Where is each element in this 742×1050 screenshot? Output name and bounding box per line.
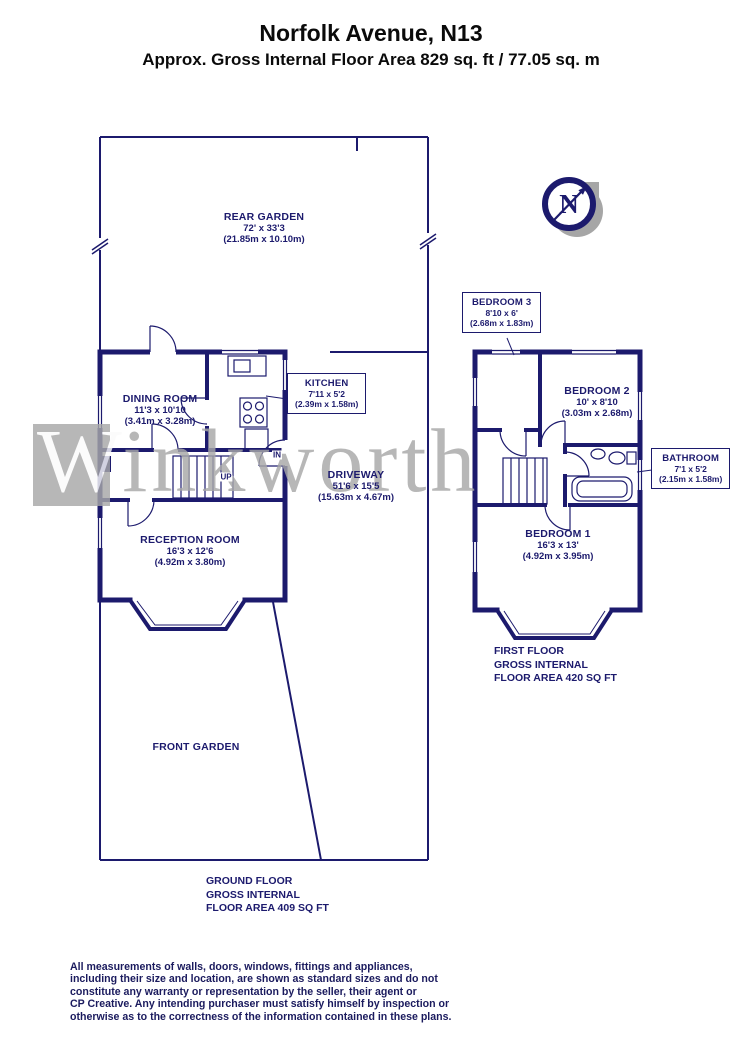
room-size-metric: (4.92m x 3.95m) <box>522 551 594 562</box>
area-line: FIRST FLOOR <box>494 645 564 657</box>
room-size-metric: (2.39m x 1.58m) <box>295 399 359 409</box>
bathtub-icon <box>571 476 633 502</box>
staircase-first <box>502 457 548 505</box>
kitchen-label: KITCHEN 7'11 x 5'2 (2.39m x 1.58m) <box>287 373 367 414</box>
disclaimer-line: All measurements of walls, doors, window… <box>70 961 413 973</box>
room-name: REAR GARDEN <box>223 211 305 223</box>
room-name: BEDROOM 2 <box>564 385 630 397</box>
room-size-metric: (2.68m x 1.83m) <box>470 318 534 328</box>
ground-floor-doors <box>127 325 289 527</box>
room-size-metric: (15.63m x 4.67m) <box>317 492 395 503</box>
area-line: FLOOR AREA 409 SQ FT <box>206 902 329 914</box>
bay-window-ground <box>128 598 247 631</box>
page-title: Norfolk Avenue, N13 <box>259 20 483 46</box>
toilet-icon <box>608 451 626 465</box>
dining-room-label: DINING ROOM 11'3 x 10'10 (3.41m x 3.28m) <box>123 393 198 427</box>
reception-room-label: RECEPTION ROOM 16'3 x 12'6 (4.92m x 3.80… <box>140 534 240 568</box>
area-line: GROSS INTERNAL <box>494 658 588 671</box>
room-name: BEDROOM 1 <box>525 528 591 540</box>
room-size-imperial: 51'6 x 15'5 <box>332 481 380 492</box>
room-name: FRONT GARDEN <box>152 741 240 753</box>
room-size-imperial: 10' x 8'10 <box>576 397 618 408</box>
area-line: GROUND FLOOR <box>206 875 293 887</box>
room-size-imperial: 8'10 x 6' <box>485 308 518 318</box>
disclaimer-line: CP Creative. Any intending purchaser mus… <box>70 998 450 1011</box>
room-size-imperial: 7'11 x 5'2 <box>308 389 345 399</box>
first-floor-area-label: FIRST FLOOR GROSS INTERNAL FLOOR AREA 42… <box>494 645 617 686</box>
room-name: DINING ROOM <box>122 393 198 405</box>
room-name: KITCHEN <box>304 378 349 389</box>
driveway-label: DRIVEWAY 51'6 x 15'5 (15.63m x 4.67m) <box>318 469 394 503</box>
ground-floor-area-label: GROUND FLOOR GROSS INTERNAL FLOOR AREA 4… <box>206 875 329 916</box>
room-size-imperial: 7'1 x 5'2 <box>674 464 707 474</box>
hob-icon <box>239 397 268 428</box>
first-floor-inner-walls <box>473 350 642 507</box>
bedroom-2-label: BEDROOM 2 10' x 8'10 (3.03m x 2.68m) <box>562 385 633 419</box>
garden-fence-lines <box>99 136 429 861</box>
kitchen-fixtures <box>227 355 269 451</box>
front-garden-label: FRONT GARDEN <box>153 741 240 753</box>
room-size-metric: (3.41m x 3.28m) <box>124 416 196 427</box>
disclaimer-line: including their size and location, are s… <box>70 973 438 986</box>
first-floor-doors <box>499 420 590 531</box>
entrance-in-label: IN <box>272 450 282 460</box>
disclaimer-line: constitute any warranty or representatio… <box>70 985 417 998</box>
bathroom-label: BATHROOM 7'1 x 5'2 (2.15m x 1.58m) <box>651 448 731 489</box>
room-size-imperial: 11'3 x 10'10 <box>134 405 186 416</box>
room-name: RECEPTION ROOM <box>140 534 240 546</box>
fence-break-marks <box>91 233 437 255</box>
room-name: BEDROOM 3 <box>471 297 532 308</box>
bay-window-first <box>495 608 614 640</box>
sink-counter-icon <box>227 355 267 377</box>
room-size-metric: (4.92m x 3.80m) <box>154 557 226 568</box>
room-size-metric: (21.85m x 10.10m) <box>223 234 305 245</box>
area-line: GROSS INTERNAL <box>206 888 300 901</box>
rear-garden-label: REAR GARDEN 72' x 33'3 (21.85m x 10.10m) <box>223 211 304 245</box>
label-leader-lines <box>265 337 653 473</box>
sink-icon <box>590 448 606 460</box>
room-size-imperial: 16'3 x 12'6 <box>166 546 214 557</box>
staircase-ground <box>172 455 234 499</box>
bedroom-1-label: BEDROOM 1 16'3 x 13' (4.92m x 3.95m) <box>523 528 594 562</box>
room-size-imperial: 16'3 x 13' <box>537 540 579 551</box>
room-size-metric: (3.03m x 2.68m) <box>561 408 633 419</box>
boiler-cupboard-icon <box>244 428 269 451</box>
bedroom-3-label: BEDROOM 3 8'10 x 6' (2.68m x 1.83m) <box>462 292 542 333</box>
first-floor-windows <box>471 349 644 572</box>
stairs-up-label: UP <box>219 472 233 482</box>
page-subtitle: Approx. Gross Internal Floor Area 829 sq… <box>142 50 600 69</box>
bathroom-fixtures <box>571 448 637 502</box>
area-line: FLOOR AREA 420 SQ FT <box>494 672 617 684</box>
room-size-imperial: 72' x 33'3 <box>243 223 285 234</box>
chimney-stub <box>100 456 111 472</box>
room-name: BATHROOM <box>662 453 720 464</box>
room-size-metric: (2.15m x 1.58m) <box>659 474 723 484</box>
ground-floor-windows <box>96 349 289 548</box>
room-name: DRIVEWAY <box>327 469 385 481</box>
disclaimer-text: All measurements of walls, doors, window… <box>70 961 451 1023</box>
disclaimer-line: otherwise as to the correctness of the i… <box>70 1010 452 1023</box>
north-compass-icon: N <box>542 177 603 237</box>
